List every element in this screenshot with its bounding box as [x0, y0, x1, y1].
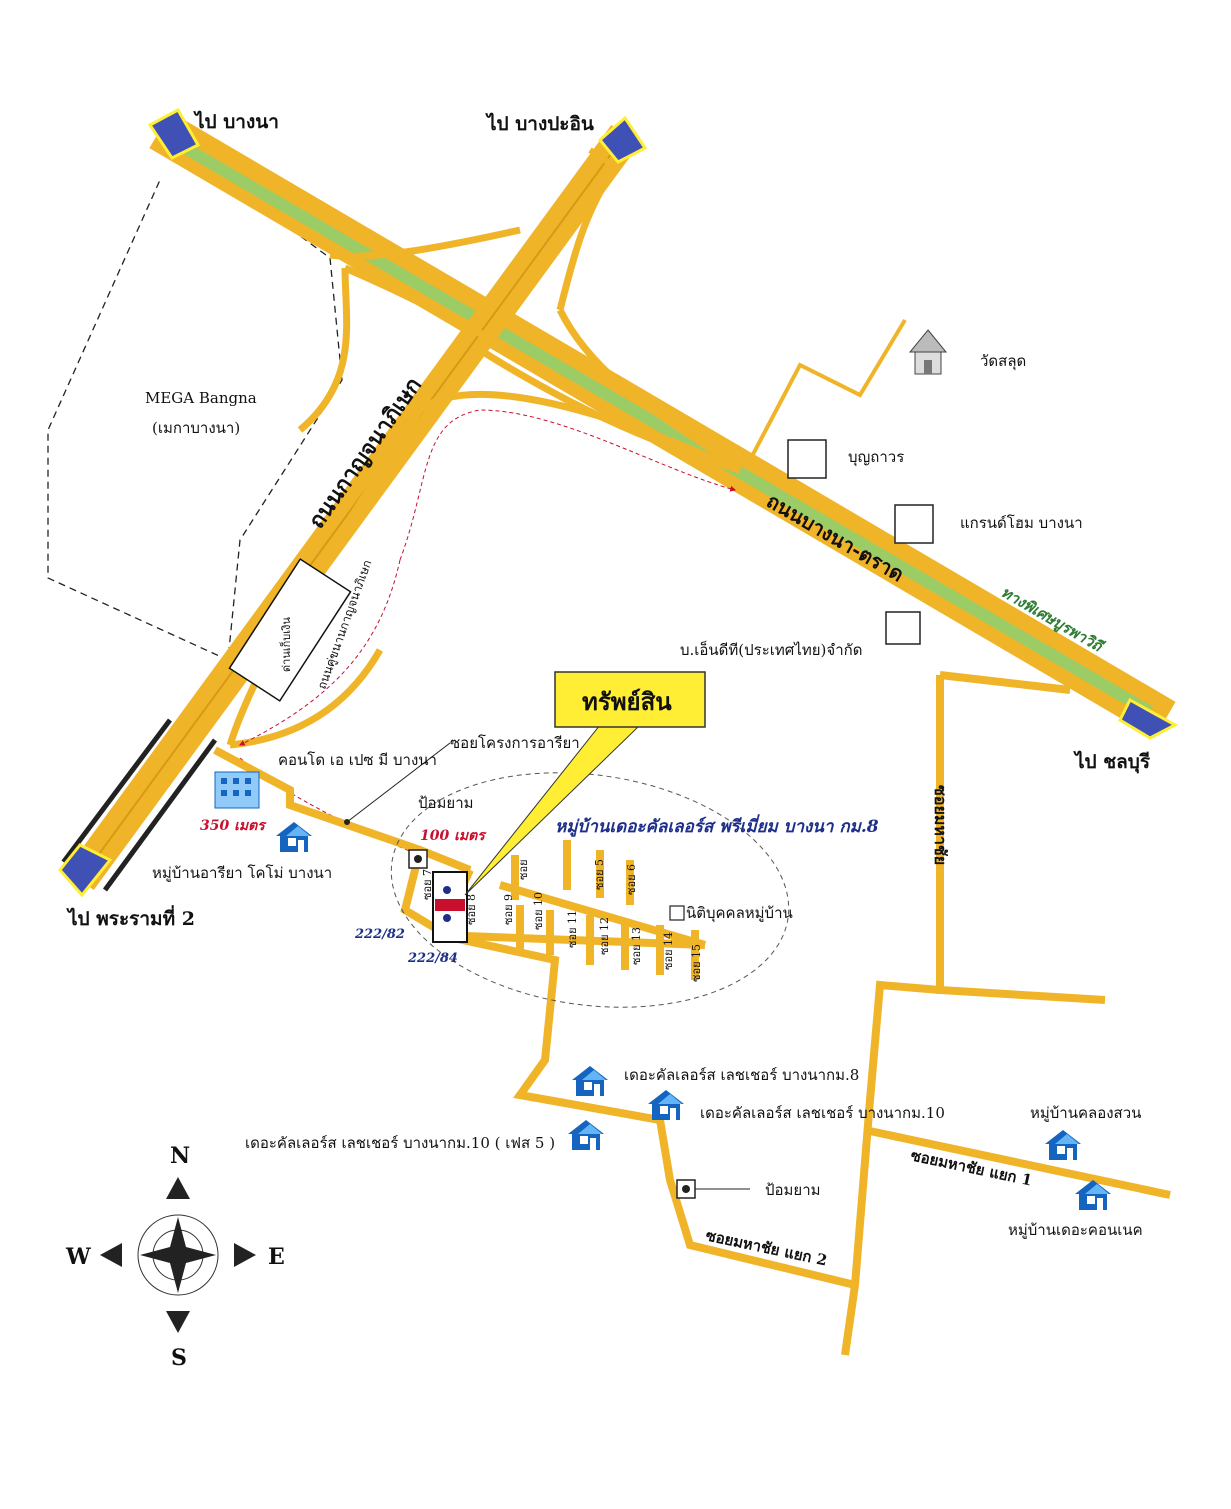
grand-home-label: แกรนด์โฮม บางนา [960, 514, 1083, 532]
soi-6-label: ซอย 6 [625, 864, 638, 895]
boonthavorn-label: บุญถาวร [848, 448, 904, 467]
kanchanaphisek-road [66, 124, 639, 891]
leisure8-label: เดอะคัลเลอร์ส เลชเชอร์ บางนากม.8 [624, 1066, 859, 1084]
plot-label-82: 222/82 [354, 927, 405, 942]
house-icon-leisure10p5 [568, 1120, 604, 1150]
soi-ariya-label: ซอยโครงการอารียา [450, 734, 580, 752]
dest-rama2: ไป พระรามที่ 2 [66, 905, 195, 930]
property-plot [432, 871, 468, 943]
soi-unlabeled: ซอย [517, 859, 530, 880]
direction-arrow-chonburi [1118, 697, 1179, 740]
ntt-label: บ.เอ็นดีที(ประเทศไทย)จำกัด [680, 640, 862, 659]
direction-arrow-bangpa-in [597, 115, 648, 164]
toll-booth [228, 558, 352, 702]
soi-8-label: ซอย 8 [465, 894, 478, 925]
condo-label: คอนโด เอ เปซ มี บางนา [278, 751, 437, 769]
compass-s: S [171, 1345, 187, 1371]
toll-booth-label: ด่านเก็บเงิน [279, 617, 293, 672]
temple-icon [908, 329, 948, 375]
wat-road [748, 318, 907, 461]
soi-13-label: ซอย 13 [630, 927, 643, 965]
compass-n: N [170, 1143, 190, 1169]
distance-350-label: 350 เมตร [200, 818, 267, 834]
house-icon-khlong-suan [1045, 1130, 1081, 1160]
local-roads [213, 671, 1171, 1356]
compass-e: E [268, 1244, 285, 1270]
distance-100-label: 100 เมตร [420, 828, 487, 844]
dest-bangna: ไป บางนา [193, 110, 279, 133]
property-callout-label: ทรัพย์สิน [582, 687, 672, 716]
compass-rose [100, 1177, 256, 1333]
khlong-suan-label: หมู่บ้านคลองสวน [1030, 1104, 1141, 1122]
house-icon-leisure10 [648, 1090, 684, 1120]
bangna-trat-road [149, 111, 1176, 739]
rail-line-2 [102, 738, 218, 892]
dest-chonburi: ไป ชลบุรี [1073, 750, 1151, 774]
boonthavorn-icon [787, 439, 827, 479]
mega-bangna-boundary [47, 157, 343, 661]
soi-mahachai-label: ซอยมหาชัย [931, 785, 950, 865]
leader-soi-ariya [346, 742, 451, 823]
plot-label-84: 222/84 [407, 951, 458, 966]
grand-home-icon [894, 504, 934, 544]
route-line [399, 409, 737, 561]
condo-building-icon [214, 771, 260, 809]
village-boundary [390, 772, 790, 1008]
soi-12-label: ซอย 12 [598, 917, 611, 955]
juristic-label: นิติบุคคลหมู่บ้าน [686, 904, 793, 923]
house-icon-leisure8 [572, 1066, 608, 1096]
security-label: ป้อมยาม [418, 794, 474, 812]
soi-11-label: ซอย 11 [566, 910, 579, 948]
village-name-label: หมู่บ้านเดอะคัลเลอร์ส พรีเมี่ยม บางนา กม… [555, 814, 879, 837]
house-icon-ariya [276, 822, 312, 852]
juristic-office-icon [669, 905, 685, 921]
dest-bangpa-in: ไป บางปะอิน [485, 112, 594, 135]
soi-15-label: ซอย 15 [690, 944, 703, 982]
soi-10-label: ซอย 10 [532, 892, 545, 930]
ntt-icon [885, 611, 921, 645]
direction-arrow-bangna [147, 107, 201, 160]
security-post-icon-2 [676, 1179, 750, 1199]
mega-bangna-label: MEGA Bangna [145, 389, 257, 407]
soi-14-label: ซอย 14 [662, 932, 675, 970]
ariya-label: หมู่บ้านอารียา โคโม่ บางนา [152, 864, 332, 882]
direction-arrow-rama2 [58, 843, 113, 898]
leisure10p5-label: เดอะคัลเลอร์ส เลชเชอร์ บางนากม.10 ( เฟส … [245, 1134, 555, 1152]
soi-9-label: ซอย 9 [502, 894, 515, 925]
leisure10-label: เดอะคัลเลอร์ส เลชเชอร์ บางนากม.10 [700, 1104, 945, 1122]
mega-bangna-th-label: (เมกาบางนา) [152, 419, 240, 437]
connect-label: หมู่บ้านเดอะคอนเนค [1008, 1221, 1143, 1239]
wat-salud-label: วัดสลุด [980, 352, 1026, 371]
route-line-2 [238, 559, 401, 746]
soi-5-label: ซอย 5 [593, 859, 606, 890]
compass-w: W [65, 1244, 91, 1270]
soi-7-label: ซอย 7 [421, 869, 434, 900]
property-callout-box [554, 671, 706, 728]
security-label-2: ป้อมยาม [765, 1181, 821, 1199]
security-post-icon [408, 849, 428, 869]
